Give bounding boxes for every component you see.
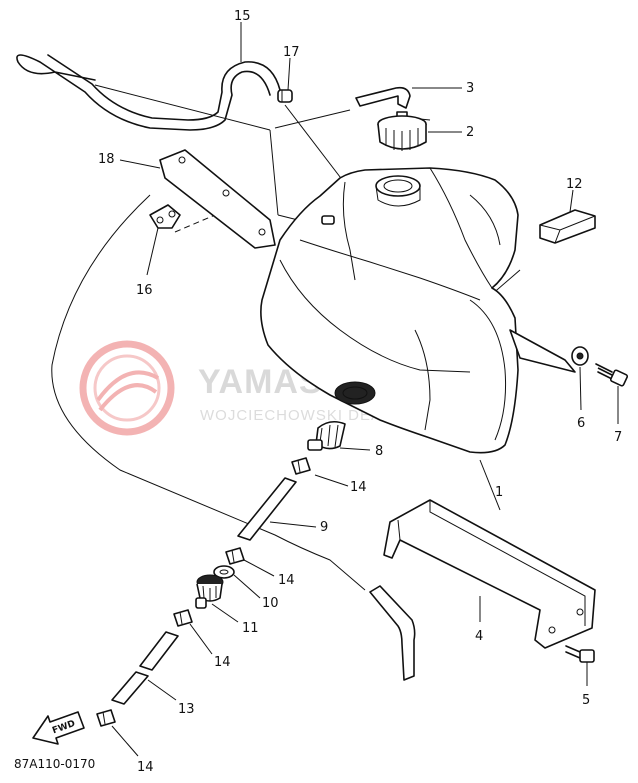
clip-14-mid bbox=[225, 547, 245, 565]
vent-hose bbox=[355, 86, 411, 109]
callout-11: 11 bbox=[242, 621, 259, 636]
watermark-logo-icon bbox=[79, 340, 175, 436]
fuel-cap bbox=[377, 111, 427, 151]
washer-6 bbox=[571, 346, 589, 366]
bolt-5 bbox=[565, 645, 595, 663]
callout-3: 3 bbox=[466, 81, 474, 96]
callout-14-lower: 14 bbox=[214, 655, 231, 670]
callout-15: 15 bbox=[234, 9, 251, 24]
fuel-pipe-9 bbox=[237, 477, 297, 541]
fuel-valve bbox=[307, 420, 346, 451]
washer-10 bbox=[213, 565, 235, 579]
callout-14-upper: 14 bbox=[350, 480, 367, 495]
bracket-plate bbox=[159, 149, 276, 249]
clamp-16 bbox=[149, 204, 181, 229]
callout-8: 8 bbox=[375, 444, 383, 459]
callouts: 15 17 3 2 18 12 16 6 7 8 14 1 9 1 bbox=[98, 9, 622, 775]
bolt-7 bbox=[595, 363, 629, 387]
tank-outlet bbox=[334, 381, 376, 405]
fuel-pipe-13 bbox=[111, 631, 179, 705]
callout-13: 13 bbox=[178, 702, 195, 717]
callout-14-bottom: 14 bbox=[137, 760, 154, 775]
callout-10: 10 bbox=[262, 596, 279, 611]
callout-17: 17 bbox=[283, 45, 300, 60]
diagram-code: 87A110-0170 bbox=[14, 757, 95, 771]
clip-14-bottom bbox=[96, 709, 116, 727]
callout-6: 6 bbox=[577, 416, 585, 431]
callout-16: 16 bbox=[136, 283, 153, 298]
fwd-arrow-icon: FWD bbox=[32, 711, 85, 745]
clip-14-lower bbox=[173, 609, 193, 627]
fuel-tank bbox=[260, 167, 576, 454]
breather-hose bbox=[16, 54, 281, 131]
callout-5: 5 bbox=[582, 693, 590, 708]
drain-hose bbox=[369, 585, 416, 681]
callout-14-mid: 14 bbox=[278, 573, 295, 588]
callout-7: 7 bbox=[614, 430, 622, 445]
clip-17 bbox=[277, 89, 293, 103]
pad-12 bbox=[539, 209, 596, 244]
callout-9: 9 bbox=[320, 520, 328, 535]
callout-2: 2 bbox=[466, 125, 474, 140]
fuel-filter bbox=[195, 574, 224, 609]
callout-18: 18 bbox=[98, 152, 115, 167]
clip-14-upper bbox=[291, 457, 311, 475]
callout-12: 12 bbox=[566, 177, 583, 192]
callout-4: 4 bbox=[475, 629, 483, 644]
callout-1: 1 bbox=[495, 485, 503, 500]
tank-band bbox=[383, 499, 596, 649]
